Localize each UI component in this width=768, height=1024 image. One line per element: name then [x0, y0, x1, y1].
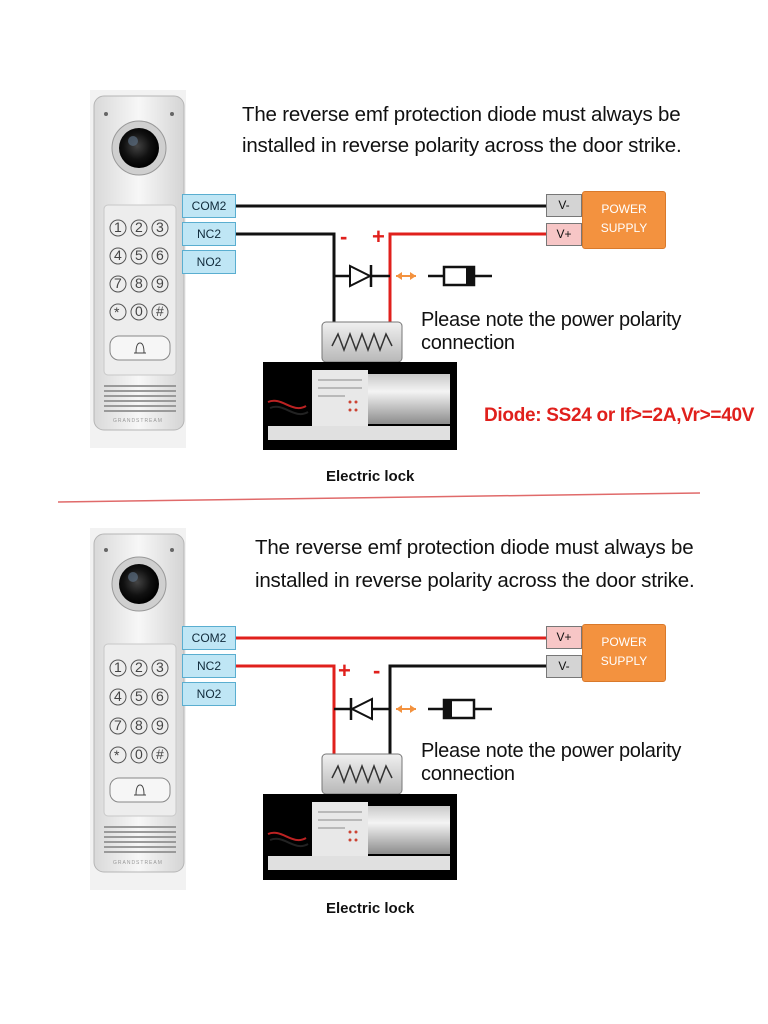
psu-terminal-top: V-	[546, 194, 582, 217]
polarity-sign-left: +	[338, 658, 351, 683]
lock-wires	[267, 399, 307, 409]
caption-line: The reverse emf protection diode must al…	[255, 536, 694, 559]
caption-line: The reverse emf protection diode must al…	[242, 103, 681, 126]
power-supply-label: SUPPLY	[600, 221, 648, 235]
camera-lens	[119, 564, 159, 604]
diode-symbol-icon	[349, 697, 373, 721]
lock-base	[268, 426, 450, 440]
keypad-key: 0	[135, 303, 143, 319]
keypad-key: 8	[135, 717, 143, 733]
coil-winding-icon	[331, 331, 393, 353]
terminal-nc2: NC2	[182, 222, 236, 246]
keypad-key: 2	[135, 659, 143, 675]
keypad-key: 4	[114, 247, 122, 263]
keypad-key: 8	[135, 275, 143, 291]
call-button	[109, 777, 171, 803]
sensor-dot	[104, 548, 108, 552]
speaker-grille	[104, 385, 176, 412]
terminal-no2: NO2	[182, 250, 236, 274]
keypad-panel	[103, 204, 177, 376]
brand-label: GRANDSTREAM	[113, 860, 163, 866]
wire-nc2	[236, 664, 336, 756]
polarity-sign-right: +	[372, 224, 385, 249]
panel-1	[90, 90, 548, 450]
section-divider	[57, 492, 701, 503]
lock-label: Electric lock	[326, 900, 415, 917]
lens-glint	[128, 572, 138, 582]
diode-symbol-icon	[349, 264, 373, 288]
diode-spec: Diode: SS24 or If>=2A,Vr>=40V	[484, 405, 755, 426]
keypad-key: 6	[156, 247, 164, 263]
terminal-no2: NO2	[182, 682, 236, 706]
lock-board	[312, 370, 368, 428]
keypad-key: 5	[135, 247, 143, 263]
caption-line: installed in reverse polarity across the…	[255, 569, 695, 592]
keypad-key: 5	[135, 688, 143, 704]
keypad-key: 9	[156, 275, 164, 291]
polarity-note: Please note the power polarity connectio…	[421, 740, 682, 785]
keypad-key: 3	[156, 219, 164, 235]
keypad-key: #	[156, 746, 164, 762]
coil-winding-icon	[331, 763, 393, 785]
bell-icon	[134, 784, 146, 796]
lock-cylinder	[368, 374, 450, 424]
lock-leds	[348, 400, 358, 412]
lens-glint	[128, 136, 138, 146]
wire-negative	[388, 664, 548, 756]
sensor-dot	[170, 548, 174, 552]
polarity-sign-right: -	[373, 658, 381, 683]
power-supply-label: POWER	[601, 635, 647, 649]
lock-leds	[348, 830, 358, 842]
wire-positive	[388, 232, 548, 324]
lock-board	[312, 802, 368, 858]
keypad-key: 7	[114, 717, 122, 733]
brand-label: GRANDSTREAM	[113, 418, 163, 424]
psu-terminal-bottom: V+	[546, 223, 582, 246]
bell-icon	[134, 342, 146, 354]
power-supply: POWER SUPPLY	[582, 191, 666, 249]
sensor-dot	[170, 112, 174, 116]
call-button	[109, 335, 171, 361]
keypad-key: 3	[156, 659, 164, 675]
caption-line: installed in reverse polarity across the…	[242, 134, 682, 157]
keypad-key: #	[156, 303, 164, 319]
lock-base	[268, 856, 450, 870]
terminal-com2: COM2	[182, 194, 236, 218]
polarity-sign-left: -	[340, 224, 348, 249]
power-supply-label: POWER	[601, 202, 647, 216]
keypad-panel	[103, 643, 177, 817]
keypad-key: 7	[114, 275, 122, 291]
camera-lens	[119, 128, 159, 168]
terminal-com2: COM2	[182, 626, 236, 650]
keypad-key: 6	[156, 688, 164, 704]
panel-2	[90, 528, 548, 890]
keypad-key: 4	[114, 688, 122, 704]
speaker-grille	[104, 826, 176, 853]
power-supply: POWER SUPPLY	[582, 624, 666, 682]
keypad-key: *	[114, 304, 120, 320]
psu-terminal-bottom: V-	[546, 655, 582, 678]
keypad-key: 1	[114, 219, 122, 235]
polarity-note: Please note the power polarity connectio…	[421, 309, 682, 354]
keypad-key: *	[114, 747, 120, 763]
sensor-dot	[104, 112, 108, 116]
lock-label: Electric lock	[326, 468, 415, 485]
psu-terminal-top: V+	[546, 626, 582, 649]
keypad-key: 0	[135, 746, 143, 762]
lock-cylinder	[368, 806, 450, 854]
terminal-nc2: NC2	[182, 654, 236, 678]
power-supply-label: SUPPLY	[600, 654, 648, 668]
keypad-key: 2	[135, 219, 143, 235]
keypad-key: 1	[114, 659, 122, 675]
wire-nc2	[236, 232, 336, 324]
lock-wires	[267, 831, 307, 841]
keypad-key: 9	[156, 717, 164, 733]
